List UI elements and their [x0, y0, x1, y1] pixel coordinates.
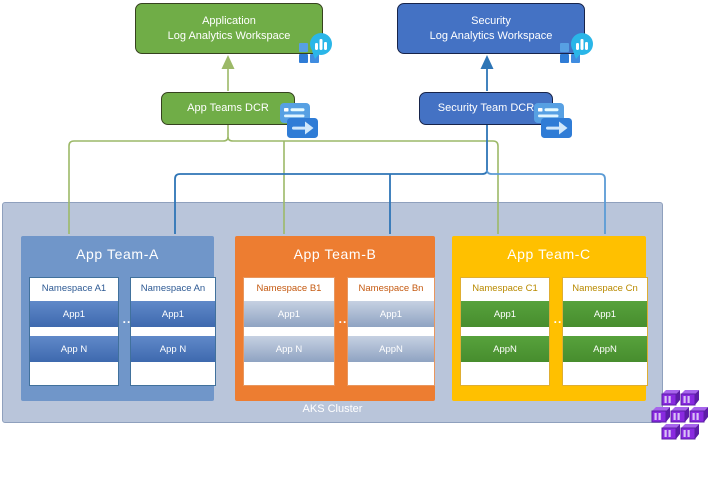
application-workspace-box: Application Log Analytics Workspace — [135, 3, 323, 54]
app-bar: App1 — [131, 301, 215, 327]
app-bar: AppN — [348, 336, 434, 362]
ellipsis: .. — [338, 312, 348, 326]
namespace-b1-name: Namespace B1 — [244, 278, 334, 299]
namespace-card-b1: Namespace B1 App1 App N — [243, 277, 335, 386]
namespace-bn-name: Namespace Bn — [348, 278, 434, 299]
app-teams-dcr-box: App Teams DCR — [161, 92, 295, 125]
team-c-title: App Team-C — [507, 246, 591, 262]
app-bar: App1 — [244, 301, 334, 327]
app-bar: App1 — [348, 301, 434, 327]
team-a-box: App Team-A Namespace A1 App1 App N .. Na… — [21, 236, 216, 401]
team-b-box: App Team-B Namespace B1 App1 App N .. Na… — [235, 236, 435, 401]
security-workspace-box: Security Log Analytics Workspace — [397, 3, 585, 54]
namespace-card-a1: Namespace A1 App1 App N — [29, 277, 119, 386]
app-bar: AppN — [461, 336, 549, 362]
ellipsis: .. — [553, 312, 563, 326]
team-c-box: App Team-C Namespace C1 App1 AppN .. Nam… — [452, 236, 648, 401]
application-workspace-label-line1: Application — [202, 14, 256, 27]
security-team-dcr-box: Security Team DCR — [419, 92, 553, 125]
namespace-c1-name: Namespace C1 — [461, 278, 549, 299]
app-bar: App N — [244, 336, 334, 362]
app-bar: App1 — [563, 301, 647, 327]
application-workspace-label-line2: Log Analytics Workspace — [167, 29, 291, 42]
app-teams-dcr-label: App Teams DCR — [187, 102, 269, 115]
app-bar: App N — [131, 336, 215, 362]
namespace-cn-name: Namespace Cn — [563, 278, 647, 299]
aks-cluster-container: App Team-A Namespace A1 App1 App N .. Na… — [2, 202, 663, 423]
container-cluster-icon — [651, 390, 709, 440]
app-bar: AppN — [563, 336, 647, 362]
security-workspace-label-line2: Log Analytics Workspace — [429, 29, 553, 42]
namespace-card-bn: Namespace Bn App1 AppN — [347, 277, 435, 386]
app-bar: App1 — [30, 301, 118, 327]
security-workspace-label-line1: Security — [471, 14, 511, 27]
data-collection-rule-icon — [280, 103, 318, 138]
app-bar: App N — [30, 336, 118, 362]
aks-cluster-label: AKS Cluster — [302, 403, 363, 415]
log-analytics-workspace-icon — [560, 33, 593, 63]
app-bar: App1 — [461, 301, 549, 327]
namespace-an-name: Namespace An — [131, 278, 215, 299]
namespace-card-cn: Namespace Cn App1 AppN — [562, 277, 648, 386]
namespace-card-c1: Namespace C1 App1 AppN — [460, 277, 550, 386]
ellipsis: .. — [122, 312, 132, 326]
namespace-card-an: Namespace An App1 App N — [130, 277, 216, 386]
team-a-title: App Team-A — [76, 246, 159, 262]
security-team-dcr-label: Security Team DCR — [437, 102, 535, 115]
namespace-a1-name: Namespace A1 — [30, 278, 118, 299]
log-analytics-workspace-icon — [299, 33, 332, 63]
data-collection-rule-icon — [534, 103, 572, 138]
team-b-title: App Team-B — [293, 246, 377, 262]
